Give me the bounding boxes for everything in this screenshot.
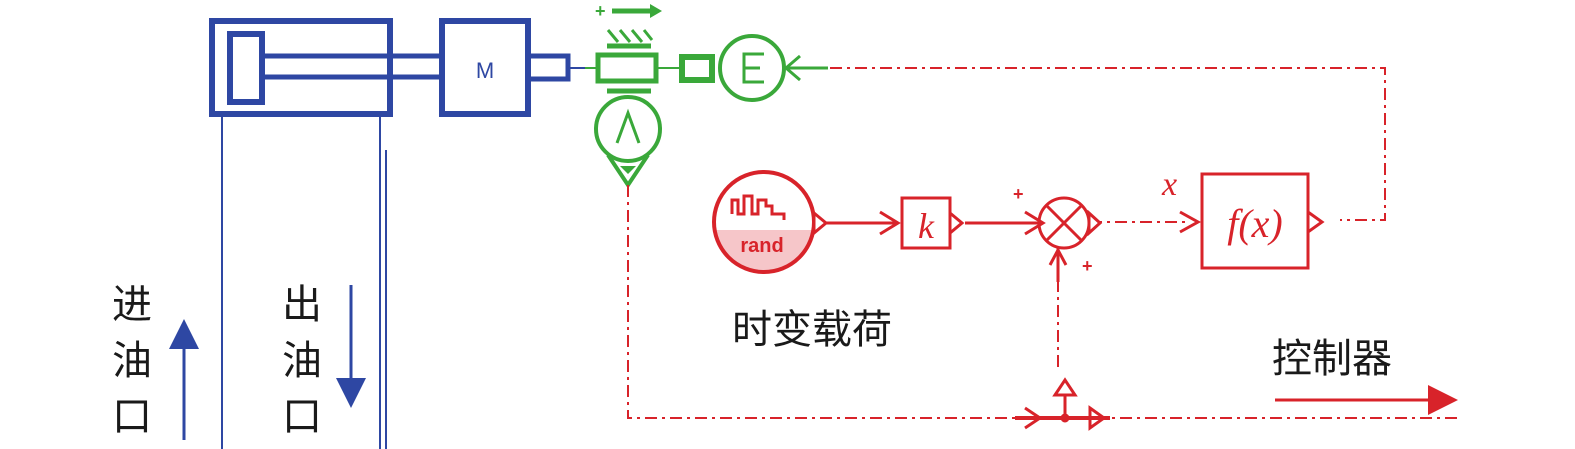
sum-plus-bottom: + <box>1082 256 1093 276</box>
displacement-sensor: + <box>585 1 680 94</box>
velocity-sensor <box>594 95 662 189</box>
function-label: f(x) <box>1227 201 1283 246</box>
gain-block: k <box>900 196 965 250</box>
inlet-char: 进 <box>112 282 152 328</box>
force-sensor <box>679 34 828 102</box>
function-input-label: x <box>1161 166 1177 203</box>
motor-label: M <box>476 58 494 83</box>
time-varying-load-label: 时变载荷 <box>732 307 892 353</box>
outlet-label: 出 油 口 <box>282 282 322 440</box>
random-source-block: rand <box>712 170 829 274</box>
inlet-char: 油 <box>112 338 152 384</box>
sensor-plus-label: + <box>595 1 606 21</box>
sum-plus-left: + <box>1013 184 1024 204</box>
outlet-char: 口 <box>282 394 322 440</box>
outlet-char: 出 <box>282 282 322 328</box>
summing-junction: + + <box>1013 184 1103 276</box>
function-block: x f(x) <box>1161 166 1325 270</box>
inlet-label: 进 油 口 <box>112 282 152 440</box>
outlet-char: 油 <box>282 338 322 384</box>
hydraulic-cylinder <box>209 18 442 449</box>
control-signal-lines <box>627 67 1460 431</box>
gain-label: k <box>918 206 935 246</box>
inlet-char: 口 <box>112 394 152 440</box>
rand-label: rand <box>740 235 783 257</box>
controller-label: 控制器 <box>1272 336 1392 382</box>
motor-block: M <box>439 18 585 117</box>
